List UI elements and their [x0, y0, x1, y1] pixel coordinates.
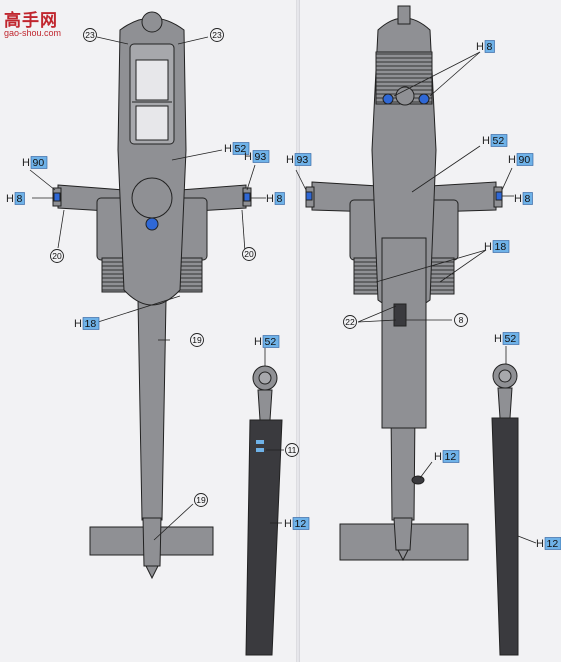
svg-text:93: 93	[255, 151, 267, 163]
left-blue-marking-wingtip-r	[243, 192, 251, 202]
svg-text:18: 18	[495, 241, 507, 253]
svg-text:18: 18	[85, 318, 97, 330]
callout-20-left: 20	[50, 249, 64, 263]
svg-text:8: 8	[459, 315, 464, 325]
svg-text:90: 90	[519, 154, 531, 166]
svg-text:8: 8	[487, 41, 493, 53]
svg-text:20: 20	[244, 249, 254, 259]
svg-text:H: H	[494, 333, 502, 345]
svg-text:23: 23	[212, 30, 222, 40]
svg-text:H: H	[482, 135, 490, 147]
left-helicopter-view	[52, 11, 252, 580]
svg-text:22: 22	[345, 317, 355, 327]
right-blue-marking-wingtip-r	[495, 191, 503, 201]
svg-text:8: 8	[17, 193, 23, 205]
left-strap	[245, 365, 283, 656]
left-rotor-hub	[131, 177, 173, 219]
svg-text:H: H	[514, 193, 522, 205]
svg-text:H: H	[484, 241, 492, 253]
right-access-hatch	[393, 303, 407, 327]
watermark-url: gao-shou.com	[4, 28, 62, 38]
left-tail-boom	[137, 299, 167, 521]
svg-text:H: H	[434, 451, 442, 463]
page-fold	[296, 0, 300, 662]
svg-text:H: H	[254, 336, 262, 348]
svg-text:12: 12	[445, 451, 457, 463]
svg-text:H: H	[284, 518, 292, 530]
right-helicopter-view	[305, 5, 503, 562]
svg-text:8: 8	[525, 193, 531, 205]
callout-23-left: 23	[83, 28, 97, 42]
svg-text:8: 8	[277, 193, 283, 205]
left-strap-leaders	[264, 348, 284, 524]
left-leader-lines	[29, 36, 266, 541]
callout-11: 11	[285, 443, 299, 457]
watermark-title: 高手网	[4, 11, 58, 31]
svg-text:H: H	[286, 154, 294, 166]
callout-19-lower: 19	[194, 493, 208, 507]
callout-20-right: 20	[242, 247, 256, 261]
right-leader-lines	[295, 51, 514, 479]
callout-23-right: 23	[210, 28, 224, 42]
svg-text:23: 23	[85, 30, 95, 40]
callout-22: 22	[343, 315, 357, 329]
right-blue-marking-wingtip-l	[305, 191, 313, 201]
svg-text:52: 52	[505, 333, 517, 345]
right-strap	[491, 363, 519, 656]
svg-text:12: 12	[547, 538, 559, 550]
svg-text:11: 11	[288, 445, 297, 455]
svg-text:90: 90	[33, 157, 45, 169]
svg-text:19: 19	[192, 335, 202, 345]
svg-text:52: 52	[493, 135, 505, 147]
svg-text:H: H	[224, 143, 232, 155]
svg-text:19: 19	[196, 495, 206, 505]
left-blue-marking-hub	[145, 217, 159, 231]
right-strap-leaders	[505, 346, 537, 544]
right-blue-marking-deck-l	[382, 93, 394, 105]
svg-text:12: 12	[295, 518, 307, 530]
svg-text:H: H	[244, 151, 252, 163]
svg-text:H: H	[508, 154, 516, 166]
svg-text:H: H	[6, 193, 14, 205]
svg-text:H: H	[476, 41, 484, 53]
right-blue-marking-deck-r	[418, 93, 430, 105]
svg-text:H: H	[536, 538, 544, 550]
callout-8: 8	[454, 313, 468, 327]
svg-text:H: H	[74, 318, 82, 330]
svg-text:93: 93	[297, 154, 309, 166]
svg-text:H: H	[266, 193, 274, 205]
svg-text:20: 20	[52, 251, 62, 261]
left-blue-marking-wingtip-l	[53, 192, 61, 202]
watermark-logo: 高手网 gao-shou.com	[4, 6, 82, 42]
svg-text:H: H	[22, 157, 30, 169]
svg-text:52: 52	[265, 336, 277, 348]
svg-text:52: 52	[235, 143, 247, 155]
callout-19-upper: 19	[190, 333, 204, 347]
